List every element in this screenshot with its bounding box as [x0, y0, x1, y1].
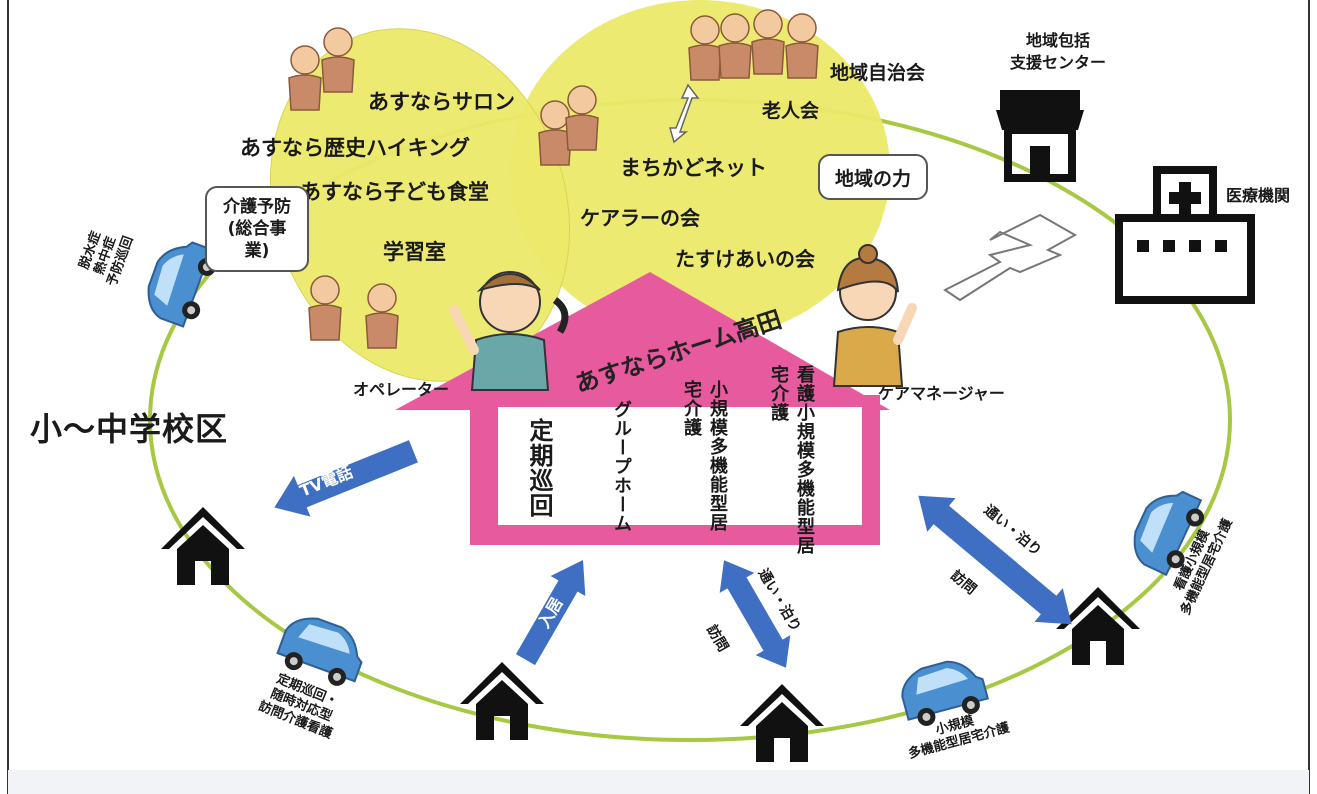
service-nursing-small-multifunction: 看護小規模多機能型居宅介護 — [768, 365, 815, 555]
care-manager-label: ケアマネージャー — [878, 384, 1005, 403]
school-district-label: 小〜中学校区 — [30, 410, 229, 448]
care-prevention-box: 介護予防 (総合事 業) — [205, 186, 309, 272]
community-power-box: 地域の力 — [818, 154, 928, 200]
support-center-label: 地域包括 支援センター — [1010, 30, 1106, 74]
care-prevention-line-3: 業) — [244, 241, 270, 261]
study-room-label: 学習室 — [383, 240, 446, 264]
care-prevention-line-1: 介護予防 — [223, 197, 291, 217]
carers-group-label: ケアラーの会 — [580, 206, 700, 230]
machikado-net-label: まちかどネット — [620, 156, 767, 180]
service-patrol: 定期巡回 — [525, 418, 553, 518]
service-small-multifunction: 小規模多機能型居宅介護 — [681, 380, 728, 532]
service-group-home: グループホーム — [611, 400, 632, 533]
care-prevention-line-2: (総合事 — [227, 219, 287, 239]
mutual-help-label: たすけあいの会 — [675, 247, 815, 271]
support-center-line-1: 地域包括 — [1026, 31, 1091, 50]
seniors-club-label: 老人会 — [762, 100, 820, 122]
support-center-line-2: 支援センター — [1010, 53, 1107, 72]
kids-cafeteria-label: あすなら子ども食堂 — [300, 180, 489, 204]
neighborhood-assoc-label: 地域自治会 — [830, 62, 926, 84]
history-hiking-label: あすなら歴史ハイキング — [240, 136, 470, 160]
salon-label: あすならサロン — [368, 90, 515, 114]
hospital-label: 医療機関 — [1226, 186, 1291, 205]
operator-label: オペレーター — [353, 380, 450, 399]
